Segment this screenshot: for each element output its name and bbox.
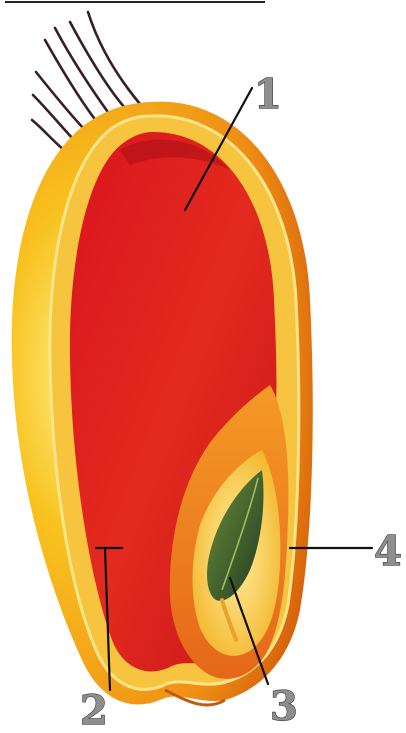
callout-number-1: 1: [254, 71, 282, 118]
callout-number-2: 2: [80, 687, 108, 733]
callout-number-3: 3: [270, 683, 298, 730]
callout-number-4: 4: [374, 528, 402, 575]
